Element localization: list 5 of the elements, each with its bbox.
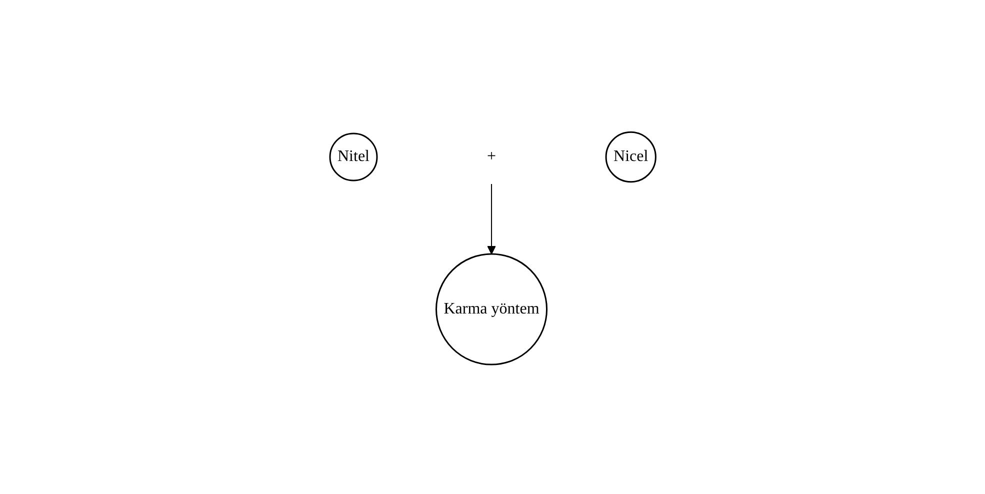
node-circle: Karma yöntem	[435, 252, 548, 366]
node-circle: Nicel	[604, 131, 656, 182]
node-text: +	[486, 148, 496, 165]
node-circle: Nitel	[328, 132, 378, 181]
arrow	[486, 183, 496, 254]
